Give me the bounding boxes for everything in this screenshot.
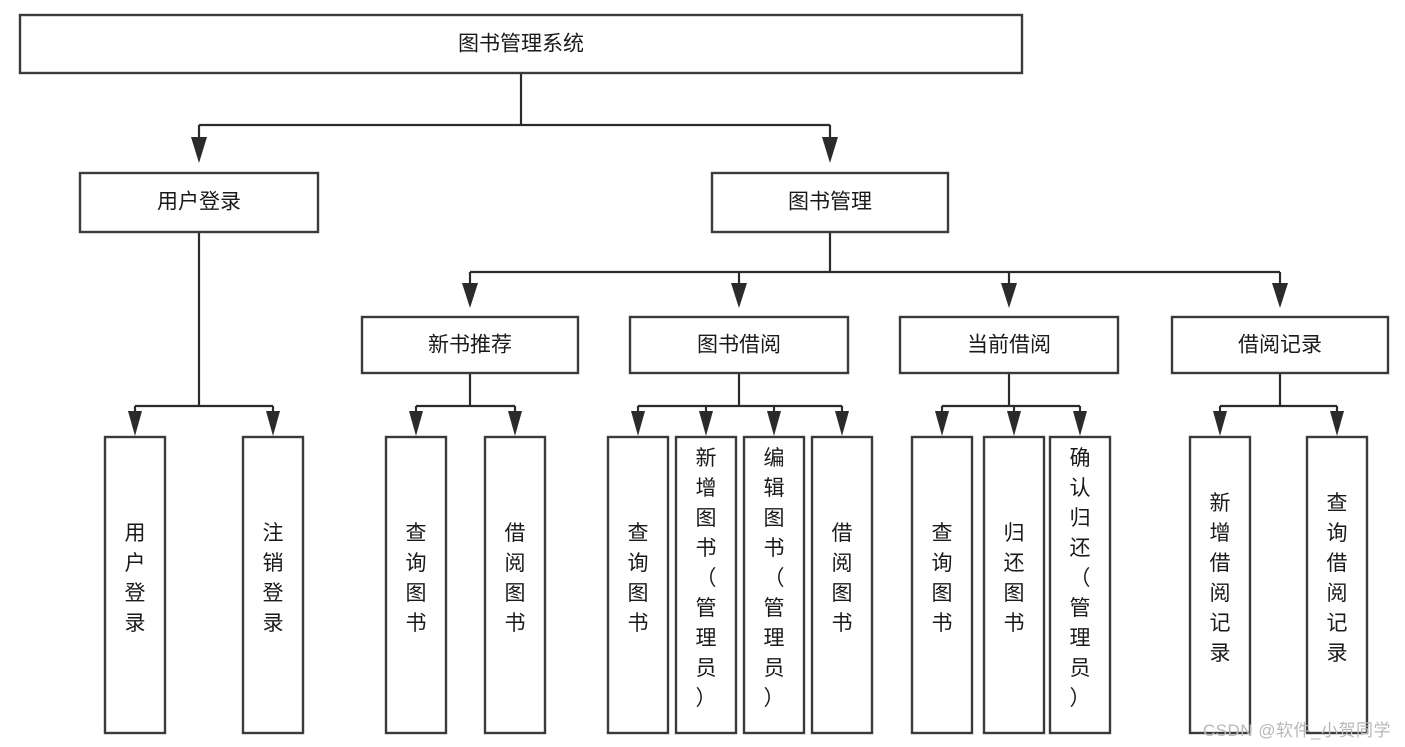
node-root-label: 图书管理系统 (458, 33, 584, 56)
leaf-node-confirm-return[interactable]: 确认归还（管理员） (1048, 435, 1112, 735)
leaf-return-book-box[interactable] (982, 435, 1046, 735)
leaf-query-book-2-label: 查询图书 (628, 522, 649, 635)
leaf-query-book-3-box[interactable] (910, 435, 974, 735)
node-book-borrow-label: 图书借阅 (697, 334, 781, 357)
node-book-borrow[interactable]: 图书借阅 (628, 315, 850, 375)
arrowhead-leaf-logout-login (266, 411, 280, 436)
leaf-return-book-label: 归还图书 (1004, 522, 1025, 635)
leaf-query-book-2-box[interactable] (606, 435, 670, 735)
leaf-query-book-1-box[interactable] (384, 435, 448, 735)
node-new-book-recommend-label: 新书推荐 (428, 334, 512, 357)
leaf-user-login-box[interactable] (103, 435, 167, 735)
arrowhead-current-borrow (1001, 283, 1017, 308)
arrowhead-leaf-borrow-book-1 (508, 411, 522, 436)
node-book-borrow-box[interactable] (628, 315, 850, 375)
leaf-edit-book-box[interactable] (742, 435, 806, 735)
node-root-box[interactable] (18, 13, 1024, 75)
node-book-manage-label: 图书管理 (788, 191, 872, 214)
leaf-node-query-book-1[interactable]: 查询图书 (384, 435, 448, 735)
leaf-borrow-book-1-label: 借阅图书 (505, 522, 526, 635)
node-root[interactable]: 图书管理系统 (18, 13, 1024, 75)
arrowhead-leaf-query-book-3 (935, 411, 949, 436)
leaf-node-borrow-book-2[interactable]: 借阅图书 (810, 435, 874, 735)
node-borrow-record-label: 借阅记录 (1238, 334, 1322, 357)
node-new-book-recommend[interactable]: 新书推荐 (360, 315, 580, 375)
node-current-borrow-label: 当前借阅 (967, 334, 1051, 357)
leaf-node-query-book-2[interactable]: 查询图书 (606, 435, 670, 735)
node-new-book-recommend-box[interactable] (360, 315, 580, 375)
leaf-node-edit-book[interactable]: 编辑图书（管理员） (742, 435, 806, 735)
node-user-login-label: 用户登录 (157, 191, 241, 214)
leaf-node-add-record[interactable]: 新增借阅记录 (1188, 435, 1252, 735)
leaf-borrow-book-1-box[interactable] (483, 435, 547, 735)
leaf-node-logout-login[interactable]: 注销登录 (241, 435, 305, 735)
leaf-node-return-book[interactable]: 归还图书 (982, 435, 1046, 735)
arrowhead-leaf-add-book (699, 411, 713, 436)
arrowhead-leaf-return-book (1007, 411, 1021, 436)
leaf-query-book-3-label: 查询图书 (932, 522, 953, 635)
arrowhead-book-manage (822, 137, 838, 163)
arrowhead-leaf-add-record (1213, 411, 1227, 436)
node-user-login[interactable]: 用户登录 (78, 171, 320, 234)
arrowhead-leaf-user-login (128, 411, 142, 436)
arrowhead-book-borrow (731, 283, 747, 308)
node-borrow-record[interactable]: 借阅记录 (1170, 315, 1390, 375)
leaf-logout-login-label: 注销登录 (263, 522, 284, 635)
leaf-node-query-book-3[interactable]: 查询图书 (910, 435, 974, 735)
arrowhead-user-login (191, 137, 207, 163)
leaf-query-book-1-label: 查询图书 (406, 522, 427, 635)
node-book-manage-box[interactable] (710, 171, 950, 234)
arrowhead-leaf-borrow-book-2 (835, 411, 849, 436)
arrowhead-leaf-query-book-2 (631, 411, 645, 436)
arrowhead-borrow-record (1272, 283, 1288, 308)
leaf-confirm-return-label: 确认归还（管理员） (1070, 447, 1091, 710)
arrowhead-leaf-edit-book (767, 411, 781, 436)
arrowhead-new-book-recommend (462, 283, 478, 308)
arrowhead-leaf-confirm-return (1073, 411, 1087, 436)
leaf-add-record-box[interactable] (1188, 435, 1252, 735)
node-borrow-record-box[interactable] (1170, 315, 1390, 375)
arrowhead-leaf-query-book-1 (409, 411, 423, 436)
leaf-logout-login-box[interactable] (241, 435, 305, 735)
node-current-borrow[interactable]: 当前借阅 (898, 315, 1120, 375)
node-user-login-box[interactable] (78, 171, 320, 234)
leaf-add-record-label: 新增借阅记录 (1210, 492, 1231, 665)
leaf-edit-book-label: 编辑图书（管理员） (764, 447, 785, 710)
leaf-node-borrow-book-1[interactable]: 借阅图书 (483, 435, 547, 735)
leaf-borrow-book-2-box[interactable] (810, 435, 874, 735)
leaf-add-book-label: 新增图书（管理员） (696, 447, 717, 710)
leaf-query-record-label: 查询借阅记录 (1327, 492, 1348, 665)
leaf-node-user-login[interactable]: 用户登录 (103, 435, 167, 735)
node-current-borrow-box[interactable] (898, 315, 1120, 375)
leaf-user-login-label: 用户登录 (125, 522, 146, 635)
leaf-node-query-record[interactable]: 查询借阅记录 (1305, 435, 1369, 735)
csdn-watermark: CSDN @软件_小贺同学 (1202, 721, 1391, 740)
leaf-confirm-return-box[interactable] (1048, 435, 1112, 735)
leaf-node-add-book[interactable]: 新增图书（管理员） (674, 435, 738, 735)
leaf-query-record-box[interactable] (1305, 435, 1369, 735)
connector-layer (128, 73, 1344, 436)
arrowhead-leaf-query-record (1330, 411, 1344, 436)
leaf-add-book-box[interactable] (674, 435, 738, 735)
leaf-borrow-book-2-label: 借阅图书 (832, 522, 853, 635)
node-book-manage[interactable]: 图书管理 (710, 171, 950, 234)
